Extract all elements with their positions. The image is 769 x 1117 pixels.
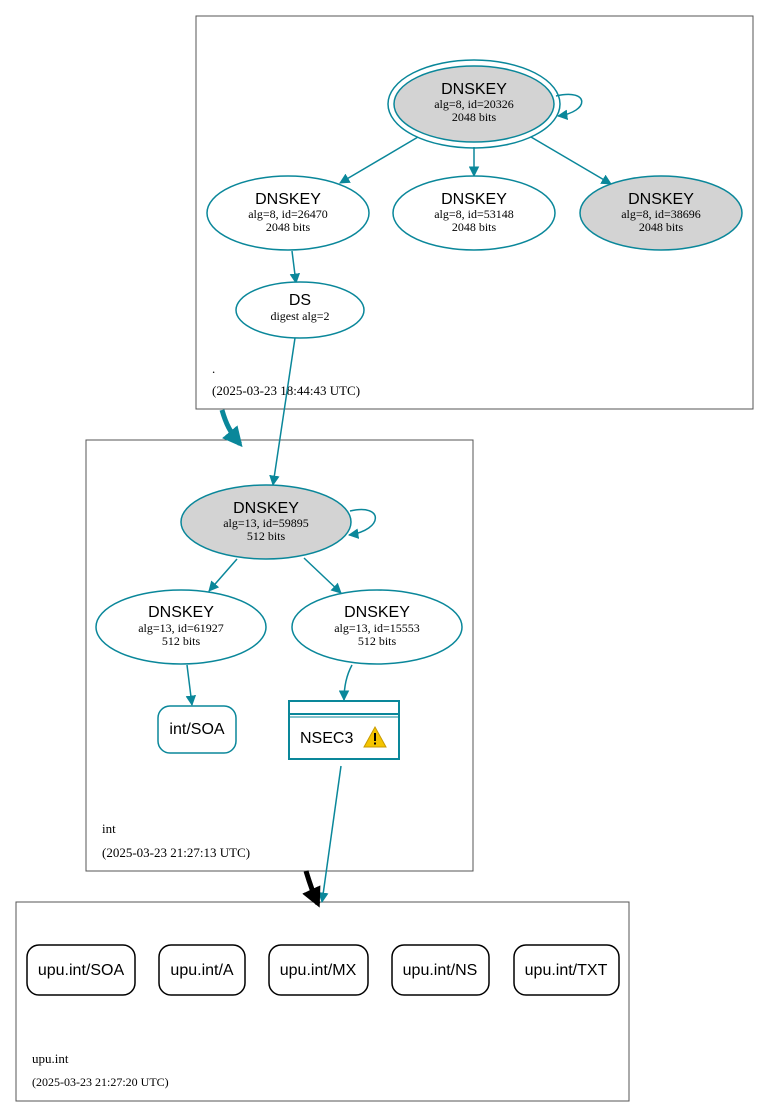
zone-root-name: . [212, 361, 215, 376]
edge-root-ksk-to-38696 [530, 136, 612, 185]
edges [185, 93, 612, 904]
zone-int-timestamp: (2025-03-23 21:27:13 UTC) [102, 845, 250, 860]
edge-int-ksk-to-15553 [303, 557, 342, 594]
edge-26470-to-ds [289, 250, 301, 285]
node-root-zsk-38696[interactable]: DNSKEY alg=8, id=38696 2048 bits [579, 175, 743, 251]
node-int-ksk-title: DNSKEY [233, 500, 299, 517]
node-int-zsk-15553-line2: 512 bits [358, 634, 397, 648]
node-nsec3-label: NSEC3 [300, 730, 353, 747]
warning-triangle-icon [363, 725, 387, 748]
edge-15553-to-nsec3 [338, 664, 353, 702]
node-root-zsk-38696-title: DNSKEY [628, 191, 694, 208]
node-upu-mx-label: upu.int/MX [280, 962, 357, 979]
zone-int-name: int [102, 821, 116, 836]
node-int-ds[interactable]: DS digest alg=2 [235, 281, 365, 339]
node-int-zsk-15553[interactable]: DNSKEY alg=13, id=15553 512 bits [291, 589, 463, 665]
zone-upu: upu.int (2025-03-23 21:27:20 UTC) [15, 901, 630, 1102]
node-root-zsk-26470-title: DNSKEY [255, 191, 321, 208]
node-root-ksk-line2: 2048 bits [452, 110, 497, 124]
node-upu-soa-label: upu.int/SOA [38, 962, 125, 979]
zone-upu-timestamp: (2025-03-23 21:27:20 UTC) [32, 1075, 169, 1089]
node-int-zsk-15553-title: DNSKEY [344, 604, 410, 621]
node-root-zsk-26470-line2: 2048 bits [266, 220, 311, 234]
node-int-zsk-61927-line2: 512 bits [162, 634, 201, 648]
node-upu-soa[interactable]: upu.int/SOA [26, 944, 136, 996]
edge-61927-to-int-soa [185, 664, 197, 707]
node-int-ksk-line2: 512 bits [247, 529, 286, 543]
edge-nsec3-to-upu [318, 765, 342, 904]
node-root-zsk-26470[interactable]: DNSKEY alg=8, id=26470 2048 bits [206, 175, 370, 251]
node-nsec3[interactable]: NSEC3 [288, 700, 400, 760]
node-upu-txt[interactable]: upu.int/TXT [513, 944, 620, 996]
node-upu-a[interactable]: upu.int/A [158, 944, 246, 996]
node-root-zsk-26470-line1: alg=8, id=26470 [248, 207, 328, 221]
node-upu-txt-label: upu.int/TXT [525, 962, 608, 979]
node-root-zsk-53148-line1: alg=8, id=53148 [434, 207, 514, 221]
node-int-soa[interactable]: int/SOA [157, 705, 237, 754]
node-upu-a-label: upu.int/A [170, 962, 233, 979]
node-root-zsk-38696-line2: 2048 bits [639, 220, 684, 234]
node-int-zsk-61927[interactable]: DNSKEY alg=13, id=61927 512 bits [95, 589, 267, 665]
node-int-ds-title: DS [289, 292, 311, 309]
node-int-soa-label: int/SOA [169, 721, 224, 738]
edge-ds-to-int-ksk [269, 337, 296, 487]
node-int-ksk-line1: alg=13, id=59895 [223, 516, 309, 530]
node-int-zsk-61927-line1: alg=13, id=61927 [138, 621, 224, 635]
node-root-zsk-53148-line2: 2048 bits [452, 220, 497, 234]
node-int-ksk[interactable]: DNSKEY alg=13, id=59895 512 bits [180, 484, 352, 560]
delegation-root-to-int [219, 409, 243, 448]
node-root-ksk-title: DNSKEY [441, 81, 507, 98]
node-root-ksk-line1: alg=8, id=20326 [434, 97, 514, 111]
node-int-zsk-15553-line1: alg=13, id=15553 [334, 621, 420, 635]
node-root-zsk-53148[interactable]: DNSKEY alg=8, id=53148 2048 bits [392, 175, 556, 251]
node-upu-mx[interactable]: upu.int/MX [268, 944, 369, 996]
node-root-zsk-38696-line1: alg=8, id=38696 [621, 207, 701, 221]
node-upu-ns-label: upu.int/NS [403, 962, 478, 979]
zone-upu-box [15, 901, 630, 1102]
node-upu-ns[interactable]: upu.int/NS [391, 944, 490, 996]
node-int-ds-line1: digest alg=2 [270, 309, 329, 323]
zone-root-timestamp: (2025-03-23 18:44:43 UTC) [212, 383, 360, 398]
node-root-zsk-53148-title: DNSKEY [441, 191, 507, 208]
edge-int-ksk-to-61927 [208, 558, 238, 592]
edge-int-ksk-self [347, 508, 377, 539]
delegation-int-to-upu [302, 870, 321, 908]
edge-root-ksk-to-26470 [339, 136, 419, 184]
edge-root-ksk-self [555, 93, 583, 121]
node-root-ksk[interactable]: DNSKEY alg=8, id=20326 2048 bits [387, 59, 561, 149]
zone-upu-name: upu.int [32, 1051, 69, 1066]
node-int-zsk-61927-title: DNSKEY [148, 604, 214, 621]
